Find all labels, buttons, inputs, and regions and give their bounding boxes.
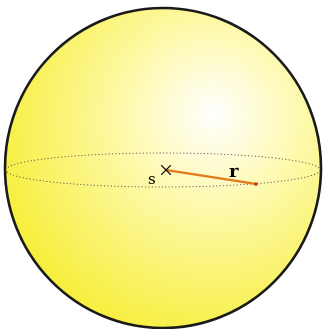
center-marker	[160, 164, 172, 176]
radius-segment	[164, 168, 258, 186]
center-label: s	[148, 170, 156, 188]
radius-label: r	[229, 161, 239, 182]
surface-point	[254, 182, 258, 186]
sphere	[3, 6, 323, 329]
equator-ellipse	[5, 152, 321, 188]
